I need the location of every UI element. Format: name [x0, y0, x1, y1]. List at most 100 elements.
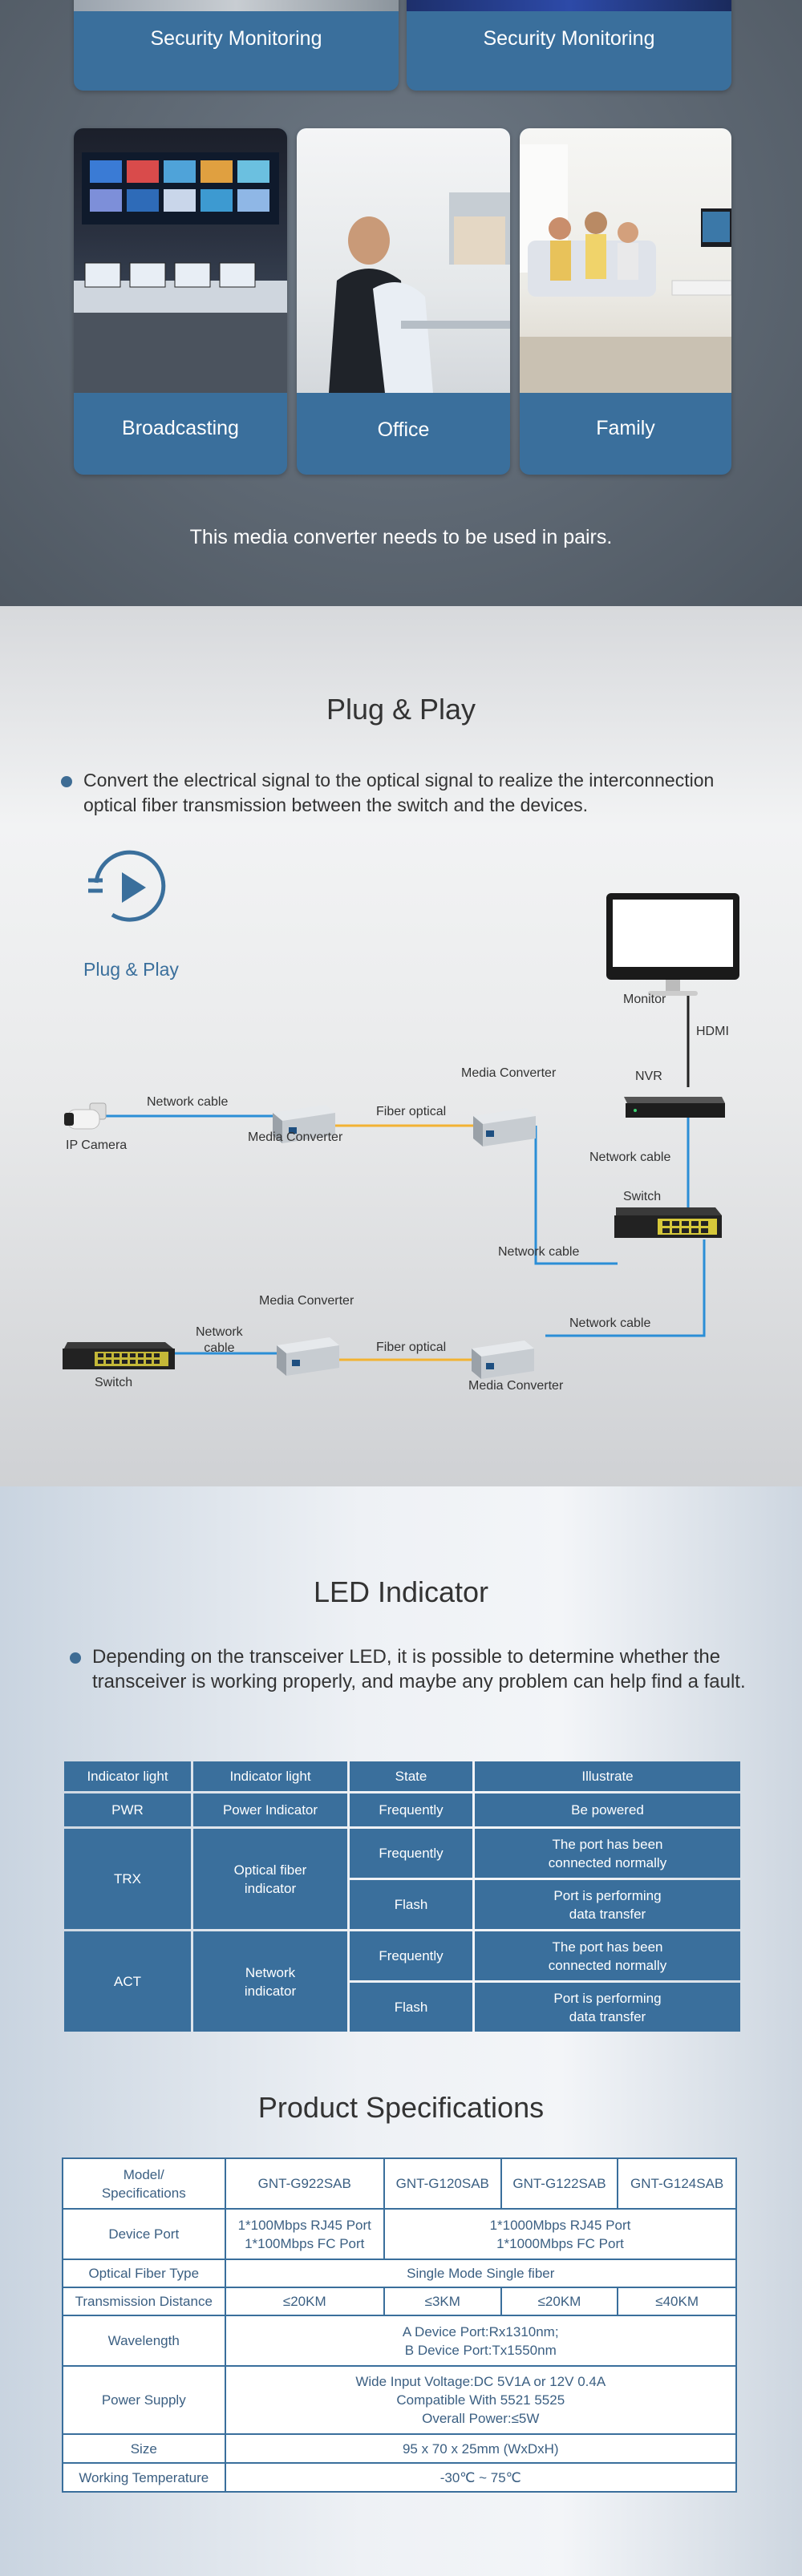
led-header: Illustrate: [475, 1761, 740, 1791]
applications-section: Security Monitoring Security Monitoring …: [0, 0, 802, 606]
broadcasting-illustration: [74, 152, 287, 393]
label-network-cable: Network cable: [147, 1095, 229, 1109]
section-title: Plug & Play: [326, 693, 476, 726]
plug-play-icon: [88, 850, 166, 922]
label-network-cable: Network cable: [498, 1245, 580, 1259]
product-spec-table: Model/ Specifications GNT-G922SAB GNT-G1…: [62, 2157, 738, 2493]
led-row-act: Flash Port is performing data transfer: [64, 1983, 740, 2032]
led-header: Indicator light: [64, 1761, 191, 1791]
spec-value: ≤20KM: [224, 2287, 385, 2316]
spec-label: Size: [62, 2433, 226, 2464]
label-monitor: Monitor: [623, 993, 666, 1006]
label-hdmi: HDMI: [696, 1025, 729, 1038]
bullet-text: Depending on the transceiver LED, it is …: [92, 1646, 746, 1692]
led-illustrate: Be powered: [475, 1793, 740, 1826]
led-header: Indicator light: [193, 1761, 347, 1791]
plug-play-icon-label: Plug & Play: [83, 959, 179, 980]
label-media-converter: Media Converter: [259, 1294, 354, 1308]
nvr-icon: [624, 1097, 725, 1118]
spec-label: Optical Fiber Type: [62, 2259, 226, 2288]
spec-label: Model/ Specifications: [62, 2157, 226, 2210]
led-illustrate: The port has been connected normally: [475, 1829, 740, 1878]
label-switch: Switch: [623, 1190, 662, 1203]
spec-label: Device Port: [62, 2208, 226, 2260]
spec-model: GNT-G122SAB: [500, 2157, 619, 2210]
led-illustrate: Port is performing data transfer: [475, 1880, 740, 1929]
label-network-cable: Network cable: [569, 1316, 651, 1330]
switch-right-icon: [614, 1207, 722, 1238]
bullet-dot: [61, 776, 72, 787]
led-name: PWR: [64, 1793, 191, 1826]
section-title: LED Indicator: [313, 1575, 489, 1608]
label-switch: Switch: [95, 1376, 133, 1389]
security-photo: [74, 0, 399, 11]
led-desc: Optical fiber indicator: [193, 1829, 347, 1929]
app-card-label: Broadcasting: [122, 417, 239, 439]
office-illustration: [329, 192, 510, 393]
spec-value: ≤40KM: [617, 2287, 737, 2316]
spec-label: Power Supply: [62, 2365, 226, 2435]
office-photo: [297, 128, 510, 393]
app-card-label: Security Monitoring: [483, 27, 655, 50]
media-converter-3-icon: [277, 1337, 339, 1376]
plug-play-bullet: Convert the electrical signal to the opt…: [61, 768, 757, 818]
spec-value: A Device Port:Rx1310nm; B Device Port:Tx…: [224, 2315, 738, 2367]
bullet-dot: [70, 1652, 81, 1664]
spec-value: -30℃ ~ 75℃: [224, 2462, 738, 2493]
bullet-text: Convert the electrical signal to the opt…: [83, 770, 715, 815]
app-card-office: Office: [297, 128, 510, 475]
led-name: TRX: [64, 1829, 191, 1929]
connection-diagram: [63, 850, 739, 1379]
label-media-converter: Media Converter: [468, 1379, 564, 1393]
ip-camera-icon: [64, 1102, 107, 1130]
spec-label: Working Temperature: [62, 2462, 226, 2493]
led-row-trx: Flash Port is performing data transfer: [64, 1880, 740, 1929]
spec-value: Single Mode Single fiber: [224, 2259, 738, 2288]
app-card-security-2: Security Monitoring: [407, 0, 731, 91]
spec-label: Transmission Distance: [62, 2287, 226, 2316]
app-card-family: Family: [520, 128, 731, 475]
plug-play-section: Plug & Play Convert the electrical signa…: [0, 606, 802, 1486]
app-card-label: Office: [377, 419, 430, 441]
spec-value: 1*1000Mbps RJ45 Port 1*1000Mbps FC Port: [383, 2208, 738, 2260]
spec-label: Wavelength: [62, 2315, 226, 2367]
switch-left-icon: [63, 1342, 175, 1369]
spec-model: GNT-G120SAB: [383, 2157, 502, 2210]
label-media-converter: Media Converter: [248, 1130, 343, 1144]
led-desc: Power Indicator: [193, 1793, 347, 1826]
family-illustration: [520, 144, 731, 393]
led-indicator-table: Indicator light Indicator light State Il…: [62, 1759, 743, 2034]
spec-value: 1*100Mbps RJ45 Port 1*100Mbps FC Port: [224, 2208, 385, 2260]
led-state: Flash: [350, 1983, 472, 2032]
led-name: ACT: [64, 1931, 191, 2032]
led-row-act: ACT Network indicator Frequently The por…: [64, 1931, 740, 2032]
app-card-label: Family: [596, 417, 655, 439]
spec-value: ≤3KM: [383, 2287, 502, 2316]
led-state: Frequently: [350, 1829, 472, 1878]
led-state: Frequently: [350, 1931, 472, 1980]
media-converter-4-icon: [472, 1341, 534, 1379]
broadcasting-photo: [74, 128, 287, 393]
label-fiber-optical: Fiber optical: [376, 1105, 447, 1118]
monitor-icon: [606, 893, 739, 996]
family-photo: [520, 128, 731, 393]
led-row-pwr: PWR Power Indicator Frequently Be powere…: [64, 1793, 740, 1826]
app-card-label: Security Monitoring: [150, 27, 322, 50]
led-state: Flash: [350, 1880, 472, 1929]
label-network-cable: Network cable: [196, 1325, 243, 1355]
led-section: LED Indicator Depending on the transceiv…: [0, 1486, 802, 2576]
spec-model: GNT-G922SAB: [224, 2157, 385, 2210]
label-network-cable: Network cable: [589, 1151, 671, 1164]
label-media-converter: Media Converter: [461, 1066, 557, 1080]
led-illustrate: The port has been connected normally: [475, 1931, 740, 1980]
section-title: Product Specifications: [257, 2091, 545, 2124]
pairs-note: This media converter needs to be used in…: [189, 526, 613, 548]
led-header: State: [350, 1761, 472, 1791]
media-converter-2-icon: [473, 1108, 536, 1146]
led-state: Frequently: [350, 1793, 472, 1826]
spec-value: ≤20KM: [500, 2287, 619, 2316]
label-fiber-optical: Fiber optical: [376, 1341, 447, 1354]
fiber-cables: [335, 1124, 473, 1361]
label-nvr: NVR: [635, 1070, 662, 1083]
spec-model: GNT-G124SAB: [617, 2157, 737, 2210]
